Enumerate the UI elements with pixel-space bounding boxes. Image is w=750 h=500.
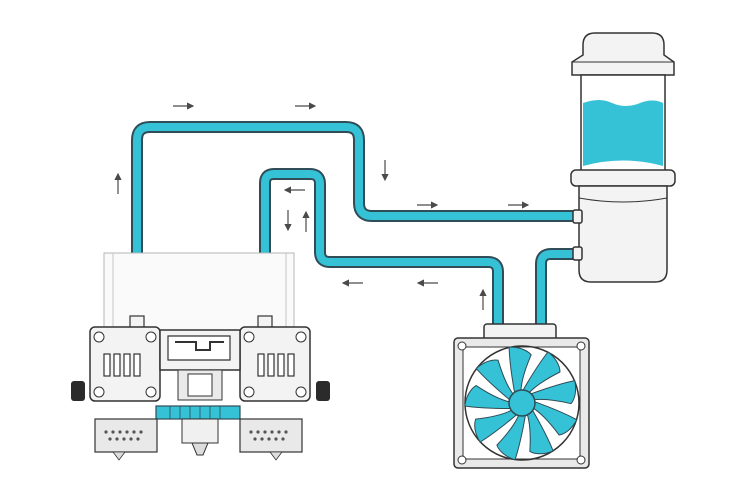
fan-blade	[528, 380, 577, 405]
fan-blade	[521, 351, 561, 395]
reservoir-coolant	[583, 100, 663, 166]
reservoir-collar	[570, 169, 676, 187]
fan-hub	[508, 389, 536, 417]
pump-outlet-port	[572, 246, 583, 261]
radiator-fan	[453, 323, 590, 469]
nozzle-body	[181, 418, 219, 444]
inner-tube	[261, 170, 502, 330]
reservoir-cap	[571, 32, 675, 76]
fan-blade	[474, 408, 520, 443]
outer-tube	[133, 123, 579, 318]
pump-body	[578, 185, 668, 283]
fan-blade	[531, 400, 578, 436]
pump-tube	[537, 250, 579, 330]
reservoir	[570, 32, 676, 283]
extruder-head	[71, 252, 330, 461]
left-duct	[94, 418, 158, 453]
fan-blade	[526, 407, 554, 455]
nozzle-tip	[191, 442, 209, 456]
coolant-band	[155, 405, 241, 420]
fan-icon	[464, 346, 578, 461]
fan-blade	[496, 412, 527, 461]
right-duct	[239, 418, 303, 453]
pump-tube-outline	[535, 248, 579, 330]
coolant-loop	[131, 121, 579, 330]
pump-inlet-port	[572, 209, 583, 224]
fan-blade	[508, 346, 532, 396]
fan-blade	[464, 385, 514, 410]
fan-blade	[475, 359, 515, 402]
inner-tube-outline	[259, 168, 504, 330]
